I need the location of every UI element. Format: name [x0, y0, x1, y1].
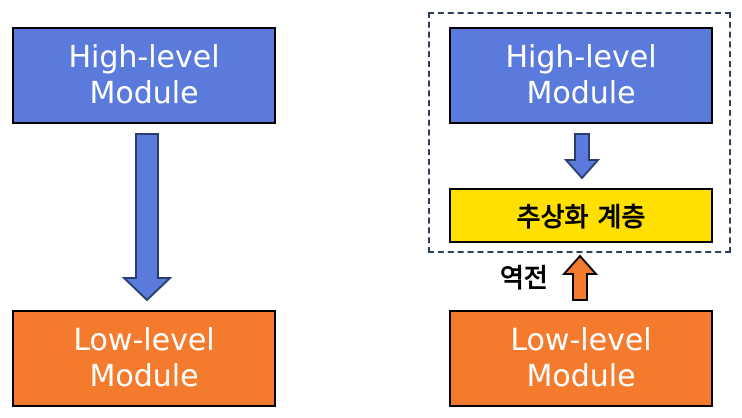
inversion-label: 역전	[500, 264, 548, 294]
dashed-boundary	[428, 12, 731, 253]
left-high-level-module: High-level Module	[12, 27, 276, 124]
left-down-arrow	[122, 133, 172, 302]
right-high-level-module: High-level Module	[449, 27, 713, 124]
up-inversion-arrow	[562, 254, 598, 301]
right-low-level-module: Low-level Module	[449, 310, 713, 407]
abstraction-layer: 추상화 계층	[449, 188, 713, 243]
right-down-arrow	[564, 133, 600, 180]
left-low-level-module: Low-level Module	[12, 310, 276, 407]
